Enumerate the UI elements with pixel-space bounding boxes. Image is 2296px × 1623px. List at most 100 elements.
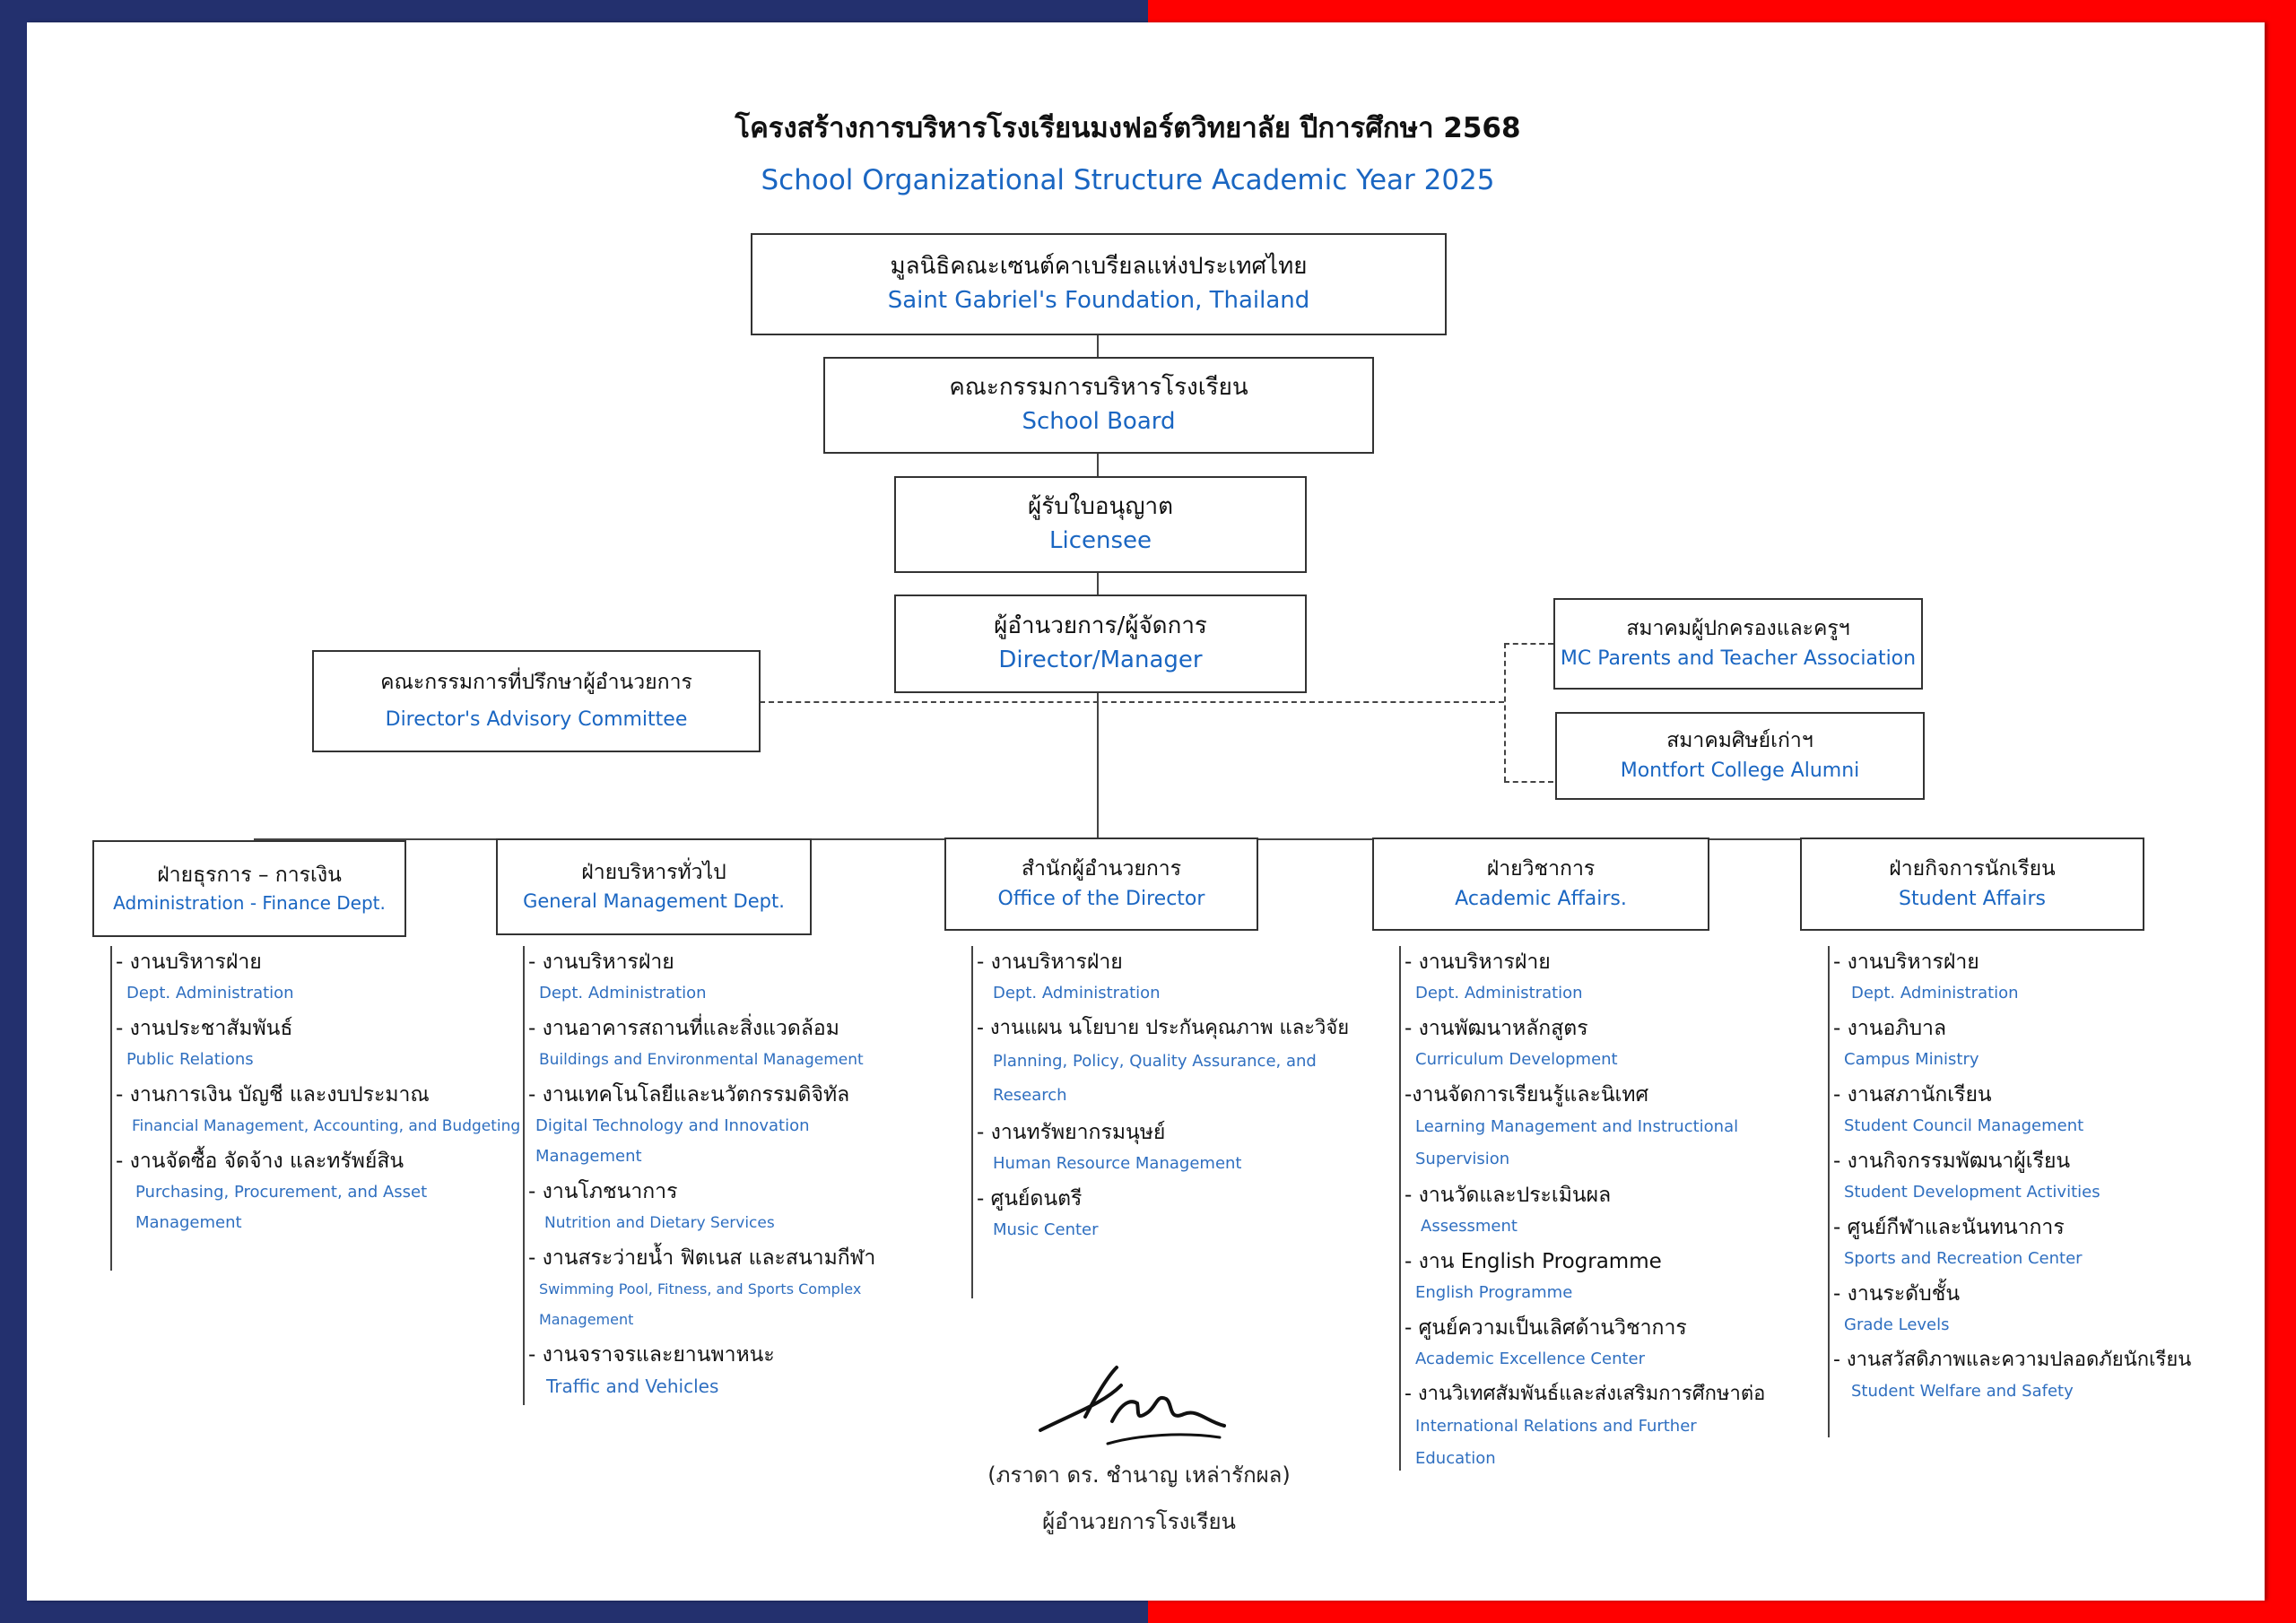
task-label-thai: - งาน English Programme (1405, 1250, 1662, 1273)
signatory-title: ผู้อำนวยการโรงเรียน (1042, 1509, 1236, 1534)
dashed-link-alumni (1504, 781, 1553, 783)
licensee-thai: ผู้รับใบอนุญาต (1028, 493, 1173, 521)
task-label-thai: - งานอภิบาล (1833, 1017, 1947, 1040)
licensee-english: Licensee (1048, 527, 1152, 554)
alumni-box: สมาคมศิษย์เก่าฯ Montfort College Alumni (1555, 712, 1925, 800)
alumni-thai: สมาคมศิษย์เก่าฯ (1666, 729, 1813, 753)
dept-box-academic-affairs: ฝ่ายวิชาการ Academic Affairs. (1372, 838, 1709, 931)
task-label-thai: -งานจัดการเรียนรู้และนิเทศ (1405, 1083, 1649, 1107)
task-label-thai: - งานโภชนาการ (528, 1180, 678, 1203)
chart-title-english: School Organizational Structure Academic… (761, 164, 1495, 196)
task-label-thai: - งานจราจรและยานพาหนะ (528, 1343, 775, 1367)
list-item: - งานแผน นโยบาย ประกันคุณภาพ และวิจัย Pla… (977, 1012, 1393, 1113)
task-label-english: Planning, Policy, Quality Assurance, and… (993, 1052, 1317, 1105)
task-label-english: English Programme (1415, 1283, 1573, 1302)
task-label-english: Academic Excellence Center (1415, 1350, 1646, 1368)
dashed-link-advisory (760, 701, 1504, 703)
task-label-english: Student Welfare and Safety (1851, 1382, 2074, 1401)
foundation-name-thai: มูลนิธิคณะเซนต์คาเบรียลแห่งประเทศไทย (890, 253, 1308, 281)
task-label-english: Dept. Administration (539, 984, 707, 1002)
dept-box-general-management: ฝ่ายบริหารทั่วไป General Management Dept… (496, 838, 812, 935)
pta-box: สมาคมผู้ปกครองและครูฯ MC Parents and Tea… (1553, 598, 1923, 690)
task-label-thai: - งานบริหารฝ่าย (1833, 950, 1979, 974)
dept-admin-finance-english: Administration - Finance Dept. (113, 892, 386, 915)
task-label-english: Digital Technology and Innovation Manage… (535, 1116, 810, 1166)
task-label-thai: - งานทรัพยากรมนุษย์ (977, 1121, 1166, 1144)
foundation-name-english: Saint Gabriel's Foundation, Thailand (887, 287, 1310, 314)
signature-mark (1039, 1366, 1226, 1445)
task-label-english: Traffic and Vehicles (546, 1376, 719, 1397)
dept-academic-affairs-thai: ฝ่ายวิชาการ (1486, 857, 1596, 881)
school-board-english: School Board (1022, 408, 1176, 435)
task-label-english: Human Resource Management (993, 1154, 1242, 1173)
task-label-thai: - งานบริหารฝ่าย (977, 950, 1123, 974)
dept-general-management-thai: ฝ่ายบริหารทั่วไป (581, 861, 726, 885)
dept-admin-finance-thai: ฝ่ายธุรการ – การเงิน (157, 863, 342, 887)
task-label-english: Student Development Activities (1844, 1183, 2100, 1202)
dashed-link-associations (1504, 643, 1506, 782)
school-board-thai: คณะกรรมการบริหารโรงเรียน (949, 374, 1248, 402)
task-label-thai: - งานจัดซื้อ จัดจ้าง และทรัพย์สิน (116, 1150, 404, 1173)
director-box: ผู้อำนวยการ/ผู้จัดการ Director/Manager (894, 595, 1307, 693)
connector-licensee-director (1097, 571, 1099, 617)
list-item: - งานวิเทศสัมพันธ์และส่งเสริมการศึกษาต่อ… (1405, 1378, 1821, 1475)
list-item: - งานจัดซื้อ จัดจ้าง และทรัพย์สิน Purchas… (116, 1145, 532, 1238)
dept-student-affairs-thai: ฝ่ายกิจการนักเรียน (1889, 857, 2056, 881)
signatory-name: (ภราดา ดร. ชำนาญ เหล่ารักผล) (987, 1462, 1291, 1488)
dept-box-director-office: สำนักผู้อำนวยการ Office of the Director (944, 838, 1258, 931)
list-item: - งานบริหารฝ่าย Dept. Administration (116, 946, 532, 1009)
list-item: - งานกิจกรรมพัฒนาผู้เรียน Student Develop… (1833, 1145, 2231, 1208)
task-label-thai: - งานพัฒนาหลักสูตร (1405, 1017, 1588, 1040)
pta-thai: สมาคมผู้ปกครองและครูฯ (1626, 617, 1850, 641)
task-label-english: Student Council Management (1844, 1116, 2084, 1135)
task-label-thai: - ศูนย์ความเป็นเลิศด้านวิชาการ (1405, 1316, 1687, 1340)
list-item: - ศูนย์ความเป็นเลิศด้านวิชาการ Academic E… (1405, 1312, 1821, 1375)
pta-english: MC Parents and Teacher Association (1560, 647, 1917, 670)
task-label-english: Curriculum Development (1415, 1050, 1618, 1069)
task-label-thai: - งานบริหารฝ่าย (116, 950, 262, 974)
connector-director-trunk (1097, 690, 1099, 840)
task-label-thai: - งานสภานักเรียน (1833, 1083, 1992, 1107)
task-label-thai: - งานอาคารสถานที่และสิ่งแวดล้อม (528, 1017, 839, 1040)
task-label-thai: - งานแผน นโยบาย ประกันคุณภาพ และวิจัย (977, 1017, 1350, 1039)
task-label-english: Sports and Recreation Center (1844, 1249, 2083, 1268)
list-item: - งานอภิบาล Campus Ministry (1833, 1012, 2231, 1075)
list-item: - ศูนย์กีฬาและนันทนาการ Sports and Recrea… (1833, 1211, 2231, 1274)
task-label-english: Purchasing, Procurement, and Asset Manag… (135, 1183, 428, 1232)
dept-student-affairs-english: Student Affairs (1899, 887, 2046, 910)
licensee-box: ผู้รับใบอนุญาต Licensee (894, 476, 1307, 573)
task-label-thai: - งานระดับชั้น (1833, 1282, 1961, 1306)
director-thai: ผู้อำนวยการ/ผู้จัดการ (994, 612, 1207, 640)
dept-director-office-thai: สำนักผู้อำนวยการ (1021, 857, 1182, 881)
task-label-english: Dept. Administration (126, 984, 294, 1002)
advisory-committee-thai: คณะกรรมการที่ปรึกษาผู้อำนวยการ (380, 671, 692, 695)
advisory-committee-box: คณะกรรมการที่ปรึกษาผู้อำนวยการ Director'… (312, 650, 761, 752)
list-item: - งานพัฒนาหลักสูตร Curriculum Development (1405, 1012, 1821, 1075)
task-label-thai: - งานกิจกรรมพัฒนาผู้เรียน (1833, 1150, 2071, 1173)
dept-box-admin-finance: ฝ่ายธุรการ – การเงิน Administration - Fi… (92, 840, 406, 937)
dashed-link-pta (1504, 643, 1553, 645)
task-label-english: Nutrition and Dietary Services (544, 1214, 775, 1232)
list-item: - งานจราจรและยานพาหนะ Traffic and Vehicle… (528, 1339, 918, 1402)
list-item: - งานประชาสัมพันธ์Public Relations (116, 1012, 532, 1075)
task-label-thai: - งานสระว่ายน้ำ ฟิตเนส และสนามกีฬา (528, 1246, 876, 1270)
list-item: - งานสภานักเรียน Student Council Manageme… (1833, 1079, 2231, 1141)
school-board-box: คณะกรรมการบริหารโรงเรียน School Board (823, 357, 1374, 454)
list-item: - งานโภชนาการ Nutrition and Dietary Servi… (528, 1176, 918, 1238)
task-label-thai: - งานการเงิน บัญชี และงบประมาณ (116, 1083, 430, 1107)
task-label-thai: - ศูนย์กีฬาและนันทนาการ (1833, 1216, 2065, 1239)
task-label-thai: - งานประชาสัมพันธ์ (116, 1017, 293, 1040)
task-label-english: Campus Ministry (1844, 1050, 1979, 1069)
chart-title-thai: โครงสร้างการบริหารโรงเรียนมงฟอร์ตวิทยาลั… (735, 112, 1521, 144)
